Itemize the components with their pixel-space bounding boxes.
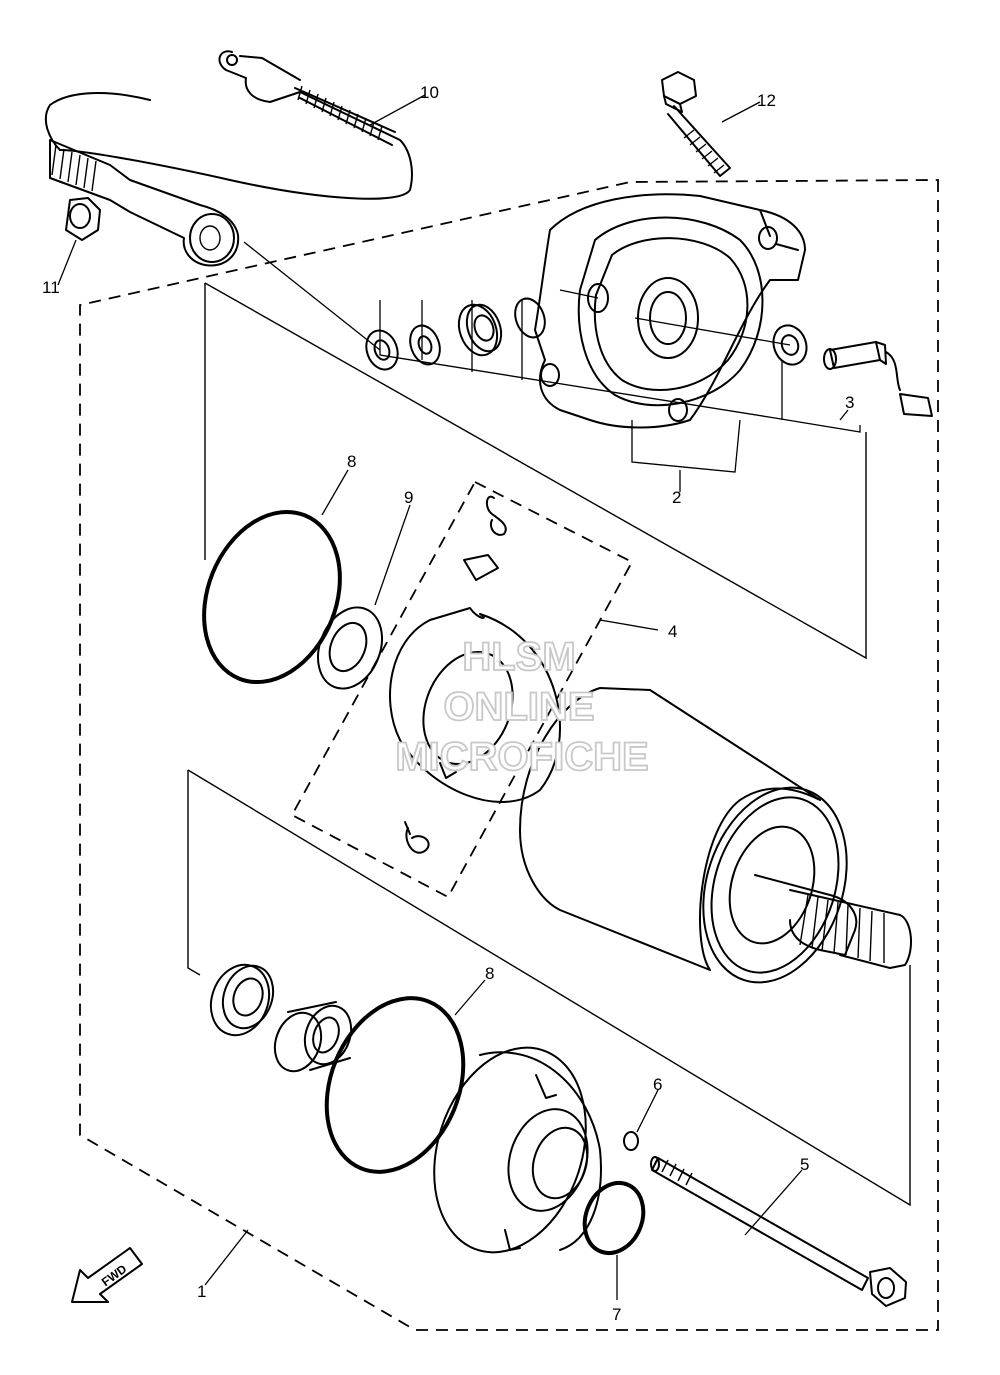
o-ring-part-8-upper [202, 509, 342, 685]
through-bolt-part-5 [650, 1156, 907, 1307]
lead-wire [44, 50, 413, 267]
o-ring-part-6 [623, 1131, 639, 1151]
callout-3: 3 [845, 393, 854, 412]
washer-part-9 [317, 606, 383, 690]
rear-cover-part-2 [534, 193, 806, 429]
o-ring-part-7 [582, 1181, 646, 1255]
callout-11: 11 [42, 278, 60, 297]
assembly-bracket-lines [187, 282, 911, 1207]
callout-10: 10 [420, 83, 439, 102]
brush-kit-outline [290, 480, 634, 899]
watermark-line-3: MICROFICHE [395, 735, 648, 779]
terminal-bolt [823, 341, 933, 417]
arrow-fwd-icon: FWD [71, 1247, 143, 1303]
callout-8-lower: 8 [485, 964, 494, 983]
callout-8-upper: 8 [347, 452, 356, 471]
callout-6: 6 [653, 1075, 662, 1094]
assembly-outline [79, 179, 939, 1331]
washer-stack [365, 297, 808, 371]
bolt-part-12 [661, 71, 731, 177]
o-ring-part-8-lower [324, 996, 466, 1174]
callout-leaders [57, 94, 849, 1300]
front-cover [433, 1046, 602, 1254]
nut-part-11 [65, 197, 101, 241]
motor-yoke [519, 687, 912, 984]
watermark: HLSM ONLINE MICROFICHE [394, 634, 649, 780]
callout-4: 4 [668, 622, 677, 641]
callout-2: 2 [672, 488, 681, 507]
group-lines-2-3 [243, 241, 861, 473]
callout-9: 9 [404, 488, 413, 507]
bearing-assembly [209, 963, 353, 1073]
brush-plate-part-4 [389, 495, 561, 854]
callout-1: 1 [197, 1282, 206, 1301]
callout-12: 12 [757, 91, 776, 110]
callout-7: 7 [612, 1305, 621, 1324]
watermark-line-2: ONLINE [443, 685, 594, 729]
callout-5: 5 [800, 1155, 809, 1174]
watermark-line-1: HLSM [462, 635, 575, 679]
